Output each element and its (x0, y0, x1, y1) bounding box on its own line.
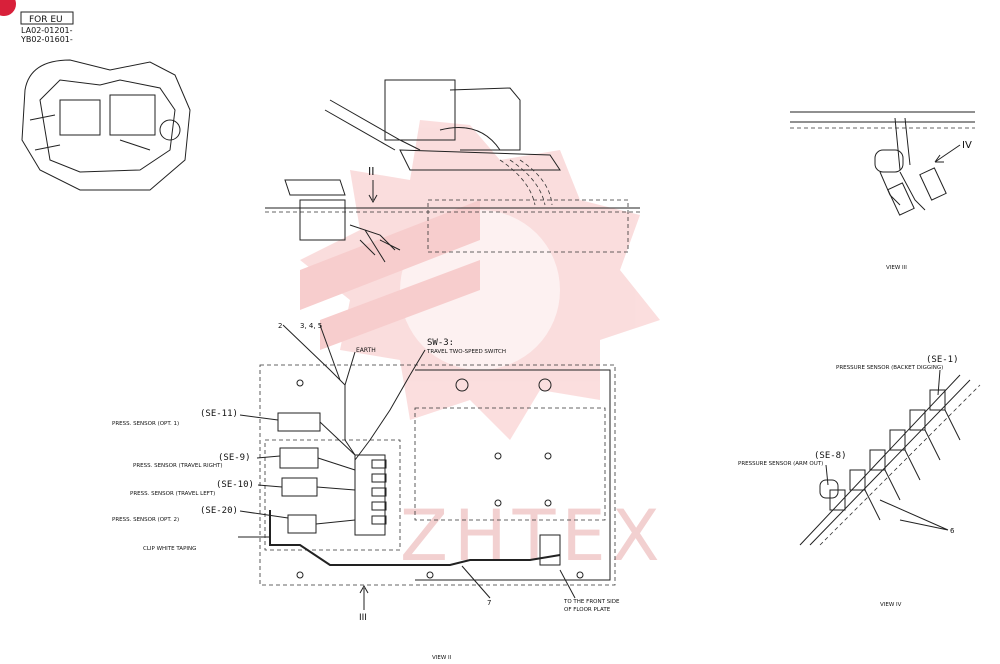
front-label-2: OF FLOOR PLATE (564, 607, 611, 613)
se10-desc: PRESS. SENSOR (TRAVEL LEFT) (130, 491, 215, 497)
view-iii-sketch (790, 111, 975, 216)
watermark-logo (300, 120, 660, 440)
se8-code: (SE-8) (814, 451, 847, 461)
se20-code: (SE-20) (200, 506, 238, 516)
pedal-sketch (284, 179, 401, 263)
earth-label: EARTH (356, 347, 376, 354)
se9-desc: PRESS. SENSOR (TRAVEL RIGHT) (133, 463, 222, 469)
sw3-code: SW-3: (427, 338, 454, 348)
view-iv-sketch (799, 374, 981, 546)
marker-iv: IV (962, 140, 972, 151)
callout-7: 7 (487, 599, 491, 607)
se9-code: (SE-9) (218, 453, 251, 463)
machine-overview-sketch (21, 59, 191, 191)
marker-ii: II (368, 165, 375, 178)
se20-desc: PRESS. SENSOR (OPT. 2) (112, 517, 179, 523)
callout-345: 3, 4, 5 (300, 322, 322, 330)
region-label: FOR EU (29, 15, 63, 25)
se11-code: (SE-11) (200, 409, 238, 419)
sw3-desc: TRAVEL TWO-SPEED SWITCH (426, 349, 506, 355)
watermark-text: ZHTEX (400, 495, 666, 577)
marker-iii: III (359, 613, 367, 623)
serial-1: LA02-01201- (21, 26, 73, 35)
region-box (20, 11, 74, 25)
corner-logo (0, 0, 16, 16)
se11-desc: PRESS. SENSOR (OPT. 1) (112, 421, 179, 427)
upper-assembly-sketch (324, 79, 561, 206)
se1-desc: PRESSURE SENSOR (BACKET DIGGING) (836, 365, 943, 371)
view-iv-label: VIEW IV (880, 602, 902, 608)
view-ii-label: VIEW II (432, 655, 452, 661)
se1-code: (SE-1) (926, 355, 959, 365)
serial-2: YB02-01601- (20, 35, 73, 44)
main-floor-plate (259, 324, 616, 586)
se10-code: (SE-10) (216, 480, 254, 490)
callout-6: 6 (950, 527, 955, 535)
view-iii-label: VIEW III (886, 265, 907, 271)
callout-2: 2 (278, 322, 282, 330)
connector-stack (354, 454, 387, 536)
se8-desc: PRESSURE SENSOR (ARM OUT) (738, 461, 823, 467)
clip-label: CLIP WHITE TAPING (143, 546, 196, 552)
front-label-1: TO THE FRONT SIDE (563, 599, 620, 605)
